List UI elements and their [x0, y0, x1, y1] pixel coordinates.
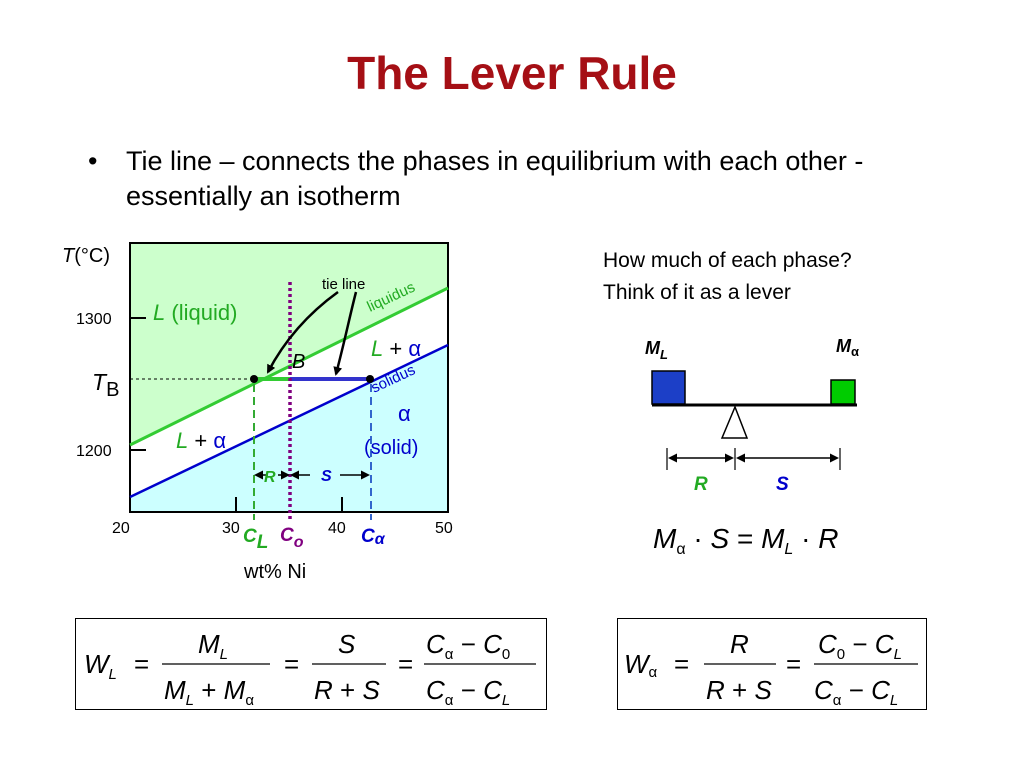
x-tick-label-20: 20 [112, 520, 130, 537]
wl-equals-3: = [398, 649, 413, 679]
x-axis-label: wt% Ni [243, 561, 306, 583]
wa-equals-1: = [674, 649, 689, 679]
point-Calpha [366, 375, 374, 383]
point-CL [250, 375, 258, 383]
y-axis-label: T(°C) [62, 245, 110, 267]
bullet-text: Tie line – connects the phases in equili… [126, 146, 864, 211]
two-phase-upper-label: L + α [371, 336, 421, 361]
weight-fraction-liquid-equation: WL = ML ML + Mα = S R + S = Cα − C0 Cα −… [75, 618, 547, 710]
Calpha-label: Cα [361, 526, 386, 548]
wl-frac3-num: Cα − C0 [426, 629, 510, 663]
liquidus-line [129, 286, 449, 447]
S-label: S [321, 468, 332, 485]
liquidus-label: liquidus [365, 279, 418, 316]
lever-R-label: R [694, 474, 708, 495]
wl-frac1-den: ML + Mα [164, 675, 254, 709]
wa-equals-2: = [786, 649, 801, 679]
fulcrum [720, 404, 749, 439]
wl-frac3-den: Cα − CL [426, 675, 510, 709]
liquid-region [130, 243, 448, 445]
tb-label: TB [92, 369, 119, 401]
bullet-dot: • [88, 146, 98, 176]
alpha-phase-symbol: α [398, 401, 411, 426]
y-tick-label-1300: 1300 [76, 311, 112, 328]
question-line-2: Think of it as a lever [603, 281, 791, 304]
moment-equation: Mα · S = ML · R [653, 523, 838, 558]
slide-title: The Lever Rule [347, 47, 677, 99]
wl-frac2-num: S [338, 629, 356, 659]
x-tick-label-50: 50 [435, 520, 453, 537]
tie-line-label: tie line [322, 276, 365, 293]
weight-fraction-alpha-equation: Wα = R R + S = C0 − CL Cα − CL [617, 618, 927, 710]
x-tick-label-40: 40 [328, 520, 346, 537]
mass-L-block [651, 370, 686, 405]
tie-line-arrow-left [266, 290, 339, 374]
liquid-region-label: L (liquid) [153, 300, 237, 325]
solid-region-label: (solid) [364, 437, 418, 459]
wa-equation-svg: Wα = R R + S = C0 − CL Cα − CL [624, 629, 918, 709]
two-phase-region [130, 288, 448, 497]
question-line-1: How much of each phase? [603, 249, 852, 272]
wa-frac2-den: Cα − CL [814, 675, 898, 709]
wl-frac2-den: R + S [314, 675, 380, 705]
mass-alpha-label: Mα [836, 336, 859, 359]
mass-L-label: ML [645, 338, 668, 362]
lever-question: How much of each phase? Think of it as a… [603, 245, 852, 309]
wa-frac2-num: C0 − CL [818, 629, 902, 663]
wl-frac1-num: ML [198, 629, 228, 663]
x-tick-label-30: 30 [222, 520, 240, 537]
wa-symbol: Wα [624, 649, 658, 681]
y-tick-label-1200: 1200 [76, 443, 112, 460]
wl-equation-svg: WL = ML ML + Mα = S R + S = Cα − C0 Cα −… [84, 629, 536, 709]
solid-region [130, 345, 448, 512]
plot-frame [129, 242, 449, 513]
wl-symbol: WL [84, 649, 117, 683]
wl-equals-1: = [134, 649, 149, 679]
lever-S-label: S [776, 474, 789, 495]
Co-label: Co [280, 525, 304, 551]
solidus-label: solidus [369, 361, 419, 396]
wa-frac1-den: R + S [706, 675, 772, 705]
point-B-label: B [292, 351, 305, 373]
wa-frac1-num: R [730, 629, 749, 659]
wl-equals-2: = [284, 649, 299, 679]
two-phase-lower-label: L + α [176, 428, 226, 453]
CL-label: CL [243, 526, 268, 553]
solidus-line [129, 343, 449, 499]
R-label: R [264, 469, 276, 486]
mass-alpha-block [830, 379, 856, 405]
tie-line-arrow-right [333, 291, 358, 376]
